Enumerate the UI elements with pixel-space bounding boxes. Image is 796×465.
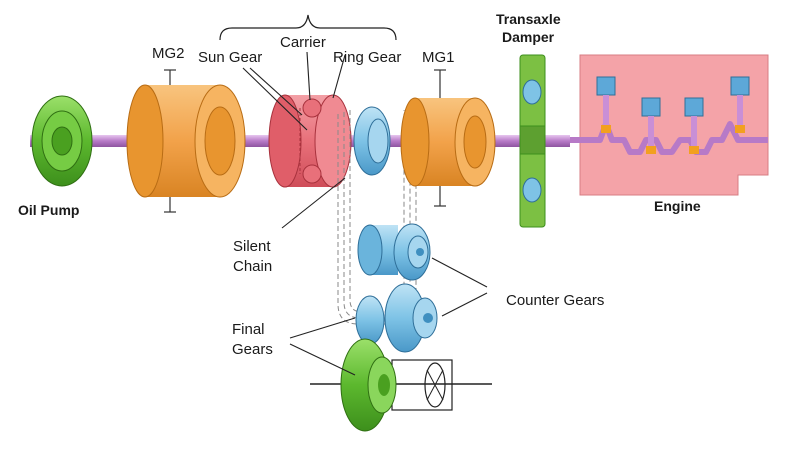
ring-gear-label: Ring Gear xyxy=(333,49,401,66)
counter-gears-label: Counter Gears xyxy=(506,292,604,309)
piston-1 xyxy=(596,76,616,133)
ring-gear-sprocket xyxy=(353,106,391,176)
damper-label: Damper xyxy=(502,29,555,45)
gears-label: Gears xyxy=(232,341,273,358)
mg1-motor xyxy=(400,69,496,207)
transaxle-label: Transaxle xyxy=(496,11,561,27)
oil-pump-label: Oil Pump xyxy=(18,202,79,218)
silent-label: Silent xyxy=(233,238,271,255)
pinion-gear-bottom xyxy=(302,164,322,184)
planetary-brace xyxy=(219,14,397,41)
sun-gear-label: Sun Gear xyxy=(198,49,262,66)
piston-4 xyxy=(730,76,750,133)
engine xyxy=(560,54,769,196)
counter-gear-lower xyxy=(355,283,438,353)
oil-pump xyxy=(31,95,93,187)
counter-gear-upper xyxy=(357,223,431,281)
final-label: Final xyxy=(232,321,265,338)
chain-label: Chain xyxy=(233,258,272,275)
piston-2 xyxy=(641,97,661,154)
leader-lines xyxy=(242,51,488,376)
planetary-gear-set xyxy=(268,94,352,188)
piston-3 xyxy=(684,97,704,154)
transaxle-damper xyxy=(519,54,546,228)
carrier-label: Carrier xyxy=(280,34,326,51)
mg2-motor xyxy=(126,69,246,213)
mg2-label: MG2 xyxy=(152,45,185,62)
final-gear xyxy=(310,338,492,432)
pinion-gear-top xyxy=(302,98,322,118)
engine-label: Engine xyxy=(654,198,701,214)
mg1-label: MG1 xyxy=(422,49,455,66)
